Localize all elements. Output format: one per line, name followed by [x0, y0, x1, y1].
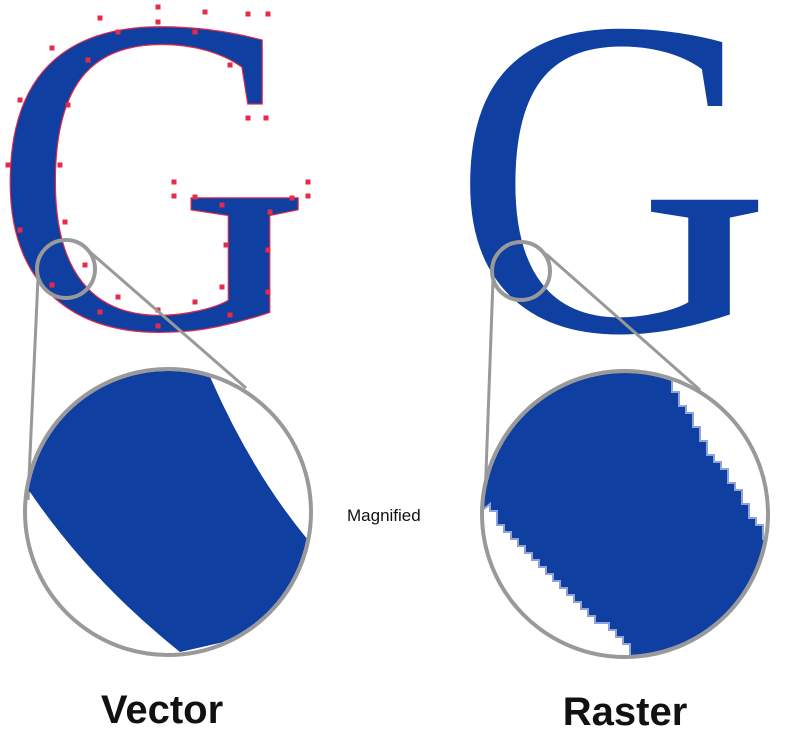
vector-magnified-edge [27, 371, 309, 652]
anchor-point [155, 323, 161, 329]
anchor-point [192, 299, 198, 305]
anchor-point [305, 193, 311, 199]
anchor-point [17, 97, 23, 103]
anchor-point [267, 209, 273, 215]
anchor-point [97, 309, 103, 315]
anchor-point [171, 179, 177, 185]
raster-glyph-letter: G [452, 0, 772, 429]
raster-magnifier-line-left [483, 279, 495, 501]
anchor-point [265, 289, 271, 295]
vector-label: Vector [100, 688, 224, 732]
anchor-point [57, 162, 63, 168]
anchor-point [219, 284, 225, 290]
raster-magnified-pixels [484, 373, 766, 655]
anchor-point [223, 242, 229, 248]
anchor-point [62, 219, 68, 225]
anchor-point [17, 227, 23, 233]
anchor-point [192, 194, 198, 200]
anchor-point [5, 162, 11, 168]
anchor-point [115, 29, 121, 35]
anchor-point [115, 294, 121, 300]
vector-large-magnifier-ring [23, 367, 313, 657]
anchor-point [265, 247, 271, 253]
raster-label: Raster [562, 690, 688, 734]
vector-glyph-letter: G [0, 0, 312, 427]
anchor-point [85, 57, 91, 63]
anchor-point [305, 179, 311, 185]
anchor-point [49, 282, 55, 288]
vector-glyph: G [0, 0, 313, 428]
anchor-point [155, 19, 161, 25]
anchor-point [227, 312, 233, 318]
magnified-label: Magnified [347, 506, 421, 525]
anchor-point [192, 29, 198, 35]
anchor-point [171, 193, 177, 199]
anchor-point [265, 11, 271, 17]
anchor-point [219, 202, 225, 208]
anchor-point [245, 11, 251, 17]
anchor-point [97, 15, 103, 21]
vector-magnified-view [27, 371, 309, 652]
vector-magnifier-line-right [89, 250, 247, 390]
anchor-point [202, 9, 208, 15]
raster-small-magnifier-ring [490, 240, 552, 302]
anchor-point [227, 62, 233, 68]
anchor-point [49, 45, 55, 51]
vector-magnifier-line-left [26, 277, 40, 501]
raster-magnified-view [484, 373, 766, 655]
anchor-point [82, 262, 88, 268]
raster-magnifier-line-right [545, 252, 701, 392]
vector-small-magnifier-ring [35, 238, 97, 300]
anchor-point [245, 115, 251, 121]
anchor-point [65, 102, 71, 108]
raster-large-magnifier-ring [480, 369, 770, 659]
anchor-point [155, 4, 161, 10]
anchor-point [263, 115, 269, 121]
anchor-point [289, 195, 295, 201]
